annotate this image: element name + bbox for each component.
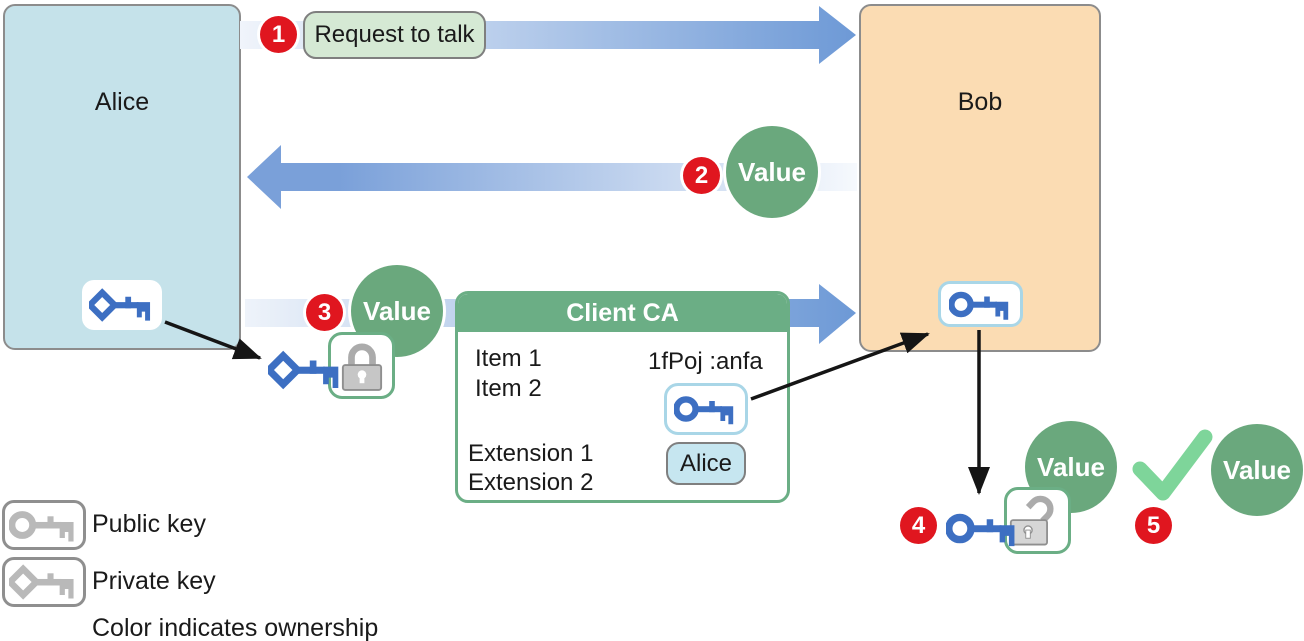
step1-number: 1 [271, 20, 286, 48]
arrow-left-step2 [247, 145, 857, 209]
bob-public-keybox [938, 281, 1023, 327]
certificate-box: Client CA Item 1 Item 2 1fPoj :anfa Exte… [455, 291, 790, 503]
certificate-item2: Item 2 [475, 375, 542, 402]
public-key-icon [948, 291, 1008, 320]
private-key-icon [9, 564, 74, 600]
certificate-item1: Item 1 [475, 345, 542, 372]
public-key-icon [674, 396, 734, 425]
certificate-extension2: Extension 2 [468, 469, 594, 496]
step5-badge: 5 [1135, 507, 1172, 544]
bob-label: Bob [957, 88, 1003, 116]
certificate-public-keybox [664, 383, 748, 435]
step4-value-label: Value [1037, 451, 1105, 482]
step3-badge: 3 [306, 294, 343, 331]
alice-private-keybox [82, 280, 162, 330]
legend-ownership-note: Color indicates ownership [92, 614, 379, 641]
step3-value-label: Value [363, 295, 431, 326]
private-key-icon [89, 288, 151, 322]
certificate-extension1: Extension 1 [468, 440, 594, 467]
certificate-extensions: Extension 1 Extension 2 [468, 439, 593, 497]
step5-number: 5 [1146, 511, 1161, 539]
step4-value-circle: Value [1025, 421, 1117, 513]
step2-value-label: Value [738, 156, 806, 187]
step4-badge: 4 [900, 507, 937, 544]
unlocked-padlock-icon [1009, 495, 1054, 545]
step4-number: 4 [911, 511, 926, 539]
step3-lockbox [328, 332, 395, 399]
request-to-talk-pill: Request to talk [303, 11, 486, 59]
certificate-signature: 1fPoj :anfa [648, 348, 763, 375]
private-key-icon [268, 350, 339, 390]
alice-label: Alice [94, 88, 150, 116]
request-to-talk-label: Request to talk [314, 21, 475, 48]
locked-padlock-icon [341, 343, 382, 391]
public-key-icon [946, 513, 1015, 547]
certificate-title: Client CA [566, 298, 679, 327]
arrow-right-step1 [240, 6, 856, 64]
certificate-subject-badge: Alice [666, 442, 746, 485]
step1-badge: 1 [260, 16, 297, 53]
legend-private-keybox [2, 557, 86, 607]
legend-public-keybox [2, 500, 86, 550]
step3-number: 3 [317, 298, 332, 326]
legend-public-key-label: Public key [92, 510, 206, 538]
step3-value-circle: Value [351, 265, 443, 357]
step5-value-label: Value [1223, 454, 1291, 485]
legend-private-key-label: Private key [92, 567, 216, 595]
step5-value-circle: Value [1211, 424, 1303, 516]
certificate-header: Client CA [458, 294, 787, 332]
certificate-items: Item 1 Item 2 [475, 344, 542, 404]
public-key-icon [9, 511, 74, 542]
step2-value-circle: Value [726, 126, 818, 218]
step2-number: 2 [694, 161, 709, 189]
step2-badge: 2 [683, 157, 720, 194]
step4-unlockbox [1004, 487, 1071, 554]
certificate-subject-label: Alice [679, 449, 733, 477]
